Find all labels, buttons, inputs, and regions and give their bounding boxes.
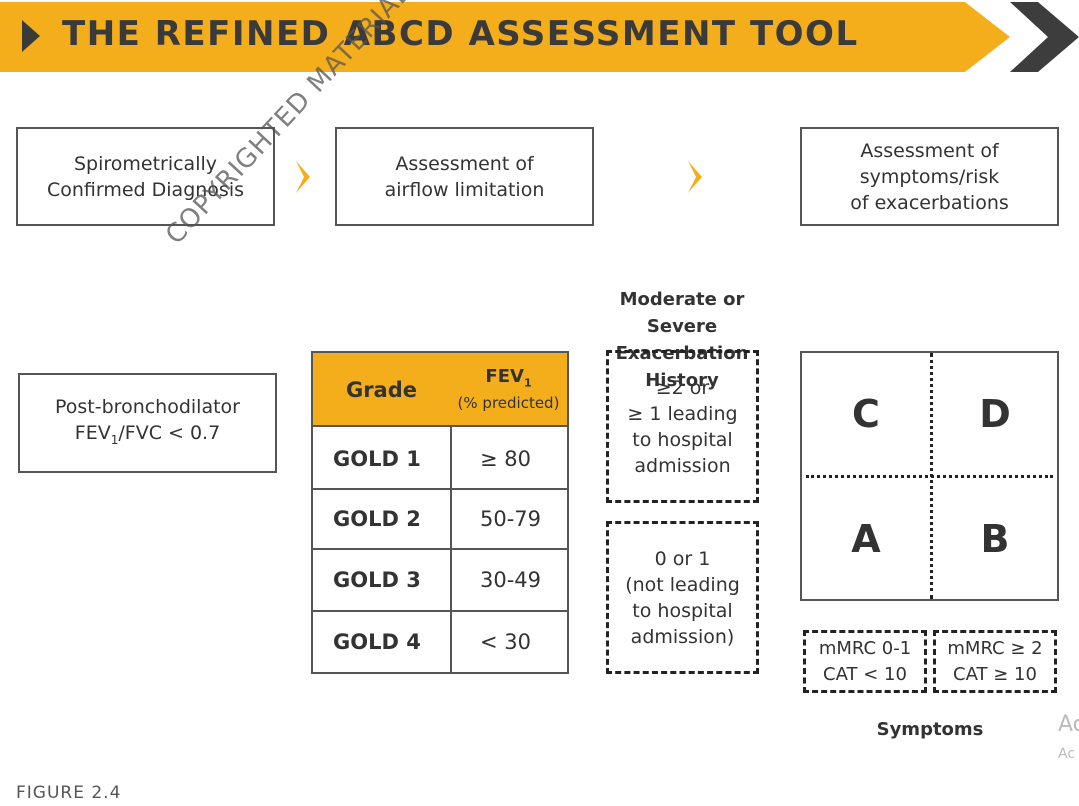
chevron-right-icon: [1010, 2, 1079, 72]
exacerbation-high-box: ≥2 or ≥ 1 leading to hospital admission: [606, 350, 759, 503]
figure-label: FIGURE 2.4: [16, 783, 122, 803]
diagnosis-criteria-box: Post-bronchodilator FEV1/FVC < 0.7: [18, 373, 277, 473]
group-d-label: D: [979, 392, 1011, 436]
row-divider: [313, 488, 567, 490]
table-row-fev: 30-49: [480, 568, 542, 592]
row-divider: [313, 610, 567, 612]
group-c-label: C: [852, 392, 880, 436]
page-title: THE REFINED ABCD ASSESSMENT TOOL: [62, 14, 859, 54]
table-row-grade: GOLD 2: [333, 507, 421, 531]
flow-step-diagnosis-label: Spirometrically Confirmed Diagnosis: [46, 152, 245, 201]
play-arrow-icon: [22, 20, 40, 52]
diagnosis-line-2: FEV1/FVC < 0.7: [74, 421, 221, 447]
table-row-grade: GOLD 3: [333, 568, 421, 592]
exacerbation-heading: Moderate or Severe Exacerbation History: [615, 289, 749, 391]
corner-text-small: Ac: [1058, 746, 1076, 762]
gold-grade-table: Grade FEV1 (% predicted) GOLD 1 ≥ 80 GOL…: [311, 351, 569, 674]
grid-horizontal-divider: [806, 475, 1053, 478]
symptoms-high-box: mMRC ≥ 2 CAT ≥ 10: [933, 630, 1057, 693]
chevron-right-icon: [296, 161, 310, 193]
corner-text-large: Ac: [1058, 712, 1079, 737]
group-b-label: B: [980, 516, 1010, 561]
table-row-grade: GOLD 4: [333, 630, 421, 654]
symptoms-low-text: mMRC 0-1 CAT < 10: [818, 637, 912, 685]
symptoms-high-text: mMRC ≥ 2 CAT ≥ 10: [947, 637, 1043, 685]
symptoms-label: Symptoms: [876, 719, 984, 740]
exacerbation-high-text: ≥2 or ≥ 1 leading to hospital admission: [627, 376, 738, 477]
table-header: [313, 353, 567, 427]
title-banner: [0, 2, 1010, 72]
flow-step-symptoms-risk: Assessment of symptoms/risk of exacerbat…: [800, 127, 1059, 226]
table-row-grade: GOLD 1: [333, 446, 421, 471]
flow-step-symptoms-risk-label: Assessment of symptoms/risk of exacerbat…: [850, 139, 1009, 214]
abcd-grid: C D A B: [800, 351, 1059, 601]
exacerbation-low-box: 0 or 1 (not leading to hospital admissio…: [606, 521, 759, 674]
header-fev: FEV1 (% predicted): [457, 365, 560, 413]
flow-step-airflow: Assessment of airflow limitation: [335, 127, 594, 226]
exacerbation-low-text: 0 or 1 (not leading to hospital admissio…: [625, 547, 740, 648]
diagnosis-line-1: Post-bronchodilator: [55, 395, 240, 418]
table-row-fev: 50-79: [480, 507, 542, 531]
flow-step-airflow-label: Assessment of airflow limitation: [384, 152, 545, 201]
chevron-right-icon: [688, 161, 702, 193]
table-row-fev: < 30: [480, 630, 531, 654]
symptoms-low-box: mMRC 0-1 CAT < 10: [803, 630, 927, 693]
flow-step-diagnosis: Spirometrically Confirmed Diagnosis: [16, 127, 275, 226]
row-divider: [313, 548, 567, 550]
group-a-label: A: [851, 516, 881, 561]
table-row-fev: ≥ 80: [480, 446, 531, 471]
header-grade: Grade: [345, 378, 418, 402]
